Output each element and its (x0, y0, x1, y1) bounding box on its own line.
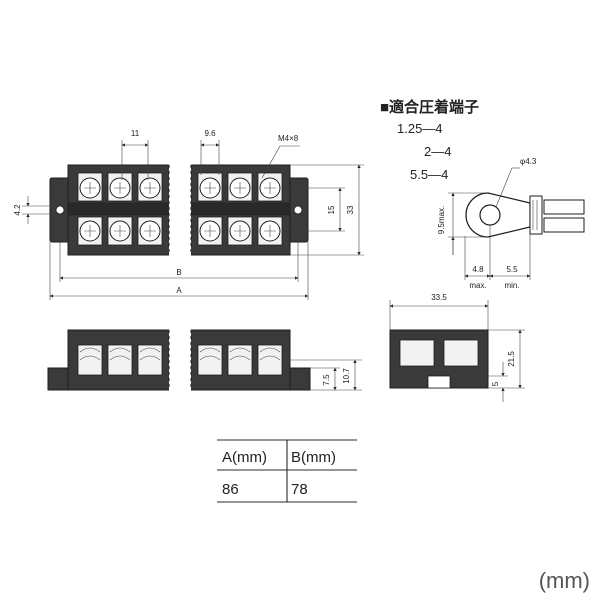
screw-cross-icon (264, 182, 276, 194)
side-terminal (197, 344, 223, 376)
end-dim-height: 21.5 (507, 351, 516, 367)
terminal-dim-front: 4.8 (472, 265, 484, 274)
break-gap (169, 160, 191, 260)
bottom-row-terminals (77, 216, 283, 246)
side-terminal (77, 344, 103, 376)
dim-screw: M4×8 (278, 134, 299, 143)
clamp-icon (259, 347, 281, 361)
clamp-icon (229, 347, 251, 361)
terminal-dim-back: 5.5 (506, 265, 518, 274)
dim-10-7: 10.7 (342, 368, 351, 384)
table-cell-a: 86 (222, 481, 239, 498)
screw-cross-icon (204, 182, 216, 194)
end-base-notch (427, 375, 451, 389)
dim-inner-height: 15 (327, 205, 336, 214)
end-slot-left (399, 339, 435, 367)
dim-width: 9.6 (204, 129, 216, 138)
barrel-ridges (532, 200, 538, 230)
clamp-icon (79, 347, 101, 361)
screw-cross-icon (234, 182, 246, 194)
terminal-dim-diameter: φ4.3 (520, 157, 537, 166)
dim-outer-height: 33 (346, 205, 355, 214)
side-terminal (137, 344, 163, 376)
dim-b: B (176, 268, 181, 277)
dimension-table: A(mm) B(mm) 86 78 (217, 439, 357, 503)
screw-cross-icon (144, 225, 156, 237)
lug-sleeve-bottom (543, 217, 585, 233)
break-gap (169, 325, 191, 395)
side-terminal (107, 344, 133, 376)
screw-cross-icon (144, 182, 156, 194)
end-view: 33.5 21.5 5 (389, 293, 525, 402)
side-terminal (227, 344, 253, 376)
left-mounting-hole (55, 205, 65, 215)
terminal-dim-width: 9.5max. (437, 206, 446, 234)
screw-cross-icon (234, 225, 246, 237)
terminal-size-2: 2—4 (424, 144, 451, 159)
screw-cross-icon (114, 182, 126, 194)
clamp-icon (139, 347, 161, 361)
screw-cross-icon (114, 225, 126, 237)
lug-hole (479, 204, 501, 226)
dim-7-5: 7.5 (322, 374, 331, 386)
crimp-terminal-spec: ■適合圧着端子 1.25—4 2—4 5.5—4 φ4.3 9.5max. 4.… (380, 98, 585, 290)
terminal-size-1: 1.25—4 (397, 121, 443, 136)
right-mounting-hole (293, 205, 303, 215)
end-dim-width: 33.5 (431, 293, 447, 302)
terminal-size-3: 5.5—4 (410, 167, 448, 182)
end-slot-right (443, 339, 479, 367)
lug-barrel (529, 195, 543, 235)
dim-pitch: 11 (131, 129, 140, 138)
screw-cross-icon (84, 182, 96, 194)
clamp-icon (199, 347, 221, 361)
table-header-a: A(mm) (222, 449, 267, 466)
lug-sleeve-top (543, 199, 585, 215)
screw-cross-icon (264, 225, 276, 237)
table-cell-b: 78 (291, 481, 308, 498)
side-terminal (257, 344, 283, 376)
end-dim-base: 5 (491, 381, 500, 386)
terminal-dim-back-note: min. (504, 281, 519, 290)
dim-a: A (176, 286, 182, 295)
table-header-b: B(mm) (291, 449, 336, 466)
top-view: 11 9.6 M4×8 4.2 B A 15 33 (13, 129, 364, 300)
terminal-heading: ■適合圧着端子 (380, 98, 479, 116)
clamp-icon (109, 347, 131, 361)
dim-hole: 4.2 (13, 204, 22, 216)
screw-cross-icon (204, 225, 216, 237)
unit-label: (mm) (539, 568, 590, 593)
screw-cross-icon (84, 225, 96, 237)
terminal-dim-front-note: max. (469, 281, 486, 290)
side-view: 7.5 10.7 (47, 325, 362, 395)
